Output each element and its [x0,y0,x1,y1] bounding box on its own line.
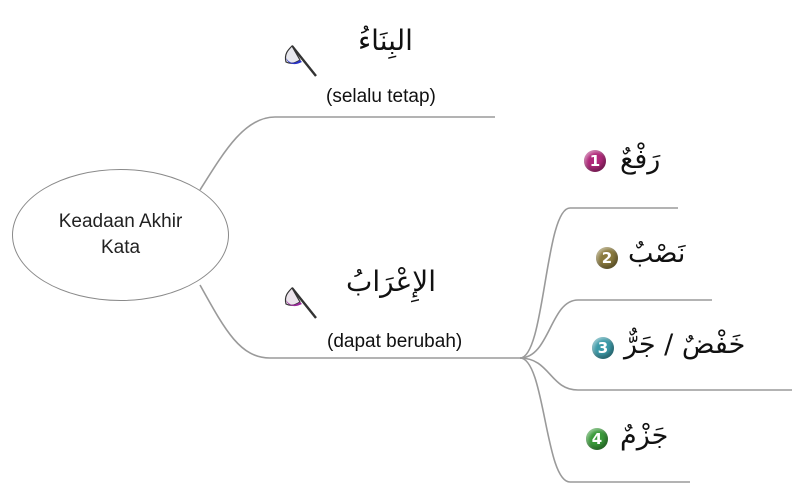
branch-subtitle-irab: (dapat berubah) [327,331,463,352]
connector-irab-to-child-4 [519,357,690,483]
connector-root-to-bina [199,116,495,191]
child-label-jazm: جَزْمٌ [620,420,669,451]
branch-title-bina: البِنَاءُ [358,24,413,57]
number-badge-4: 4 [586,428,608,450]
connector-irab-to-child-2 [519,299,712,359]
number-badge-2: 2 [596,247,618,269]
root-label: Keadaan Akhir Kata [58,211,183,258]
connector-irab-to-child-3 [519,357,792,391]
connector-root-to-irab [199,284,520,359]
number-badge-3: 3 [592,337,614,359]
number-badge-1: 1 [584,150,606,172]
child-label-nasb: نَصْبٌ [628,238,686,269]
child-label-khafd-jarr: خَفْضٌ / جَرٌّ [624,329,746,360]
branch-title-irab: الإِعْرَابُ [346,265,437,298]
branch-subtitle-bina: (selalu tetap) [326,86,436,107]
flag-icon [284,287,317,319]
root-node[interactable]: Keadaan Akhir Kata [12,169,229,301]
connector-irab-to-child-1 [519,207,678,359]
flag-color-band [286,58,302,65]
child-label-rafa: رَفْعٌ [620,144,661,175]
flag-icon [284,45,317,77]
